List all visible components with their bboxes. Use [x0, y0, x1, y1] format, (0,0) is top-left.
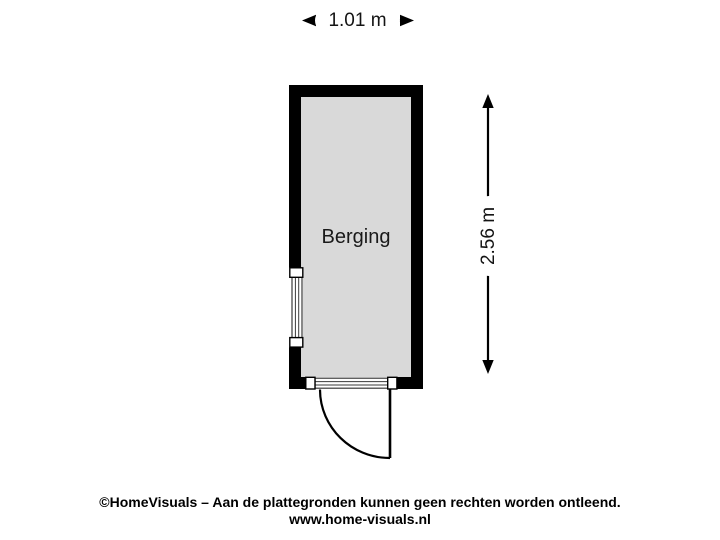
room-name-label: Berging: [321, 226, 391, 248]
arrow-right-icon: [400, 14, 414, 27]
window-jamb-bottom: [289, 336, 304, 348]
footer: ©HomeVisuals – Aan de plattegronden kunn…: [0, 494, 720, 528]
height-dimension-label: 2.56 m: [476, 196, 502, 276]
website-text: www.home-visuals.nl: [289, 511, 431, 527]
copyright-text: ©HomeVisuals – Aan de plattegronden kunn…: [99, 494, 621, 510]
door-swing-arc: [318, 389, 391, 460]
width-dimension-label: 1.01 m: [315, 7, 400, 34]
room-floor: [301, 97, 411, 377]
door-bottom-wall: [305, 376, 398, 460]
window-left-wall: [289, 267, 304, 348]
window-jamb-top: [289, 267, 304, 278]
arrow-up-icon: [482, 94, 494, 108]
window-glazing: [291, 276, 303, 339]
arrow-down-icon: [482, 360, 494, 374]
arrow-left-icon: [302, 14, 316, 27]
door-jamb-left: [305, 376, 316, 390]
door-jamb-right: [387, 376, 398, 390]
door-glazing: [314, 377, 389, 389]
